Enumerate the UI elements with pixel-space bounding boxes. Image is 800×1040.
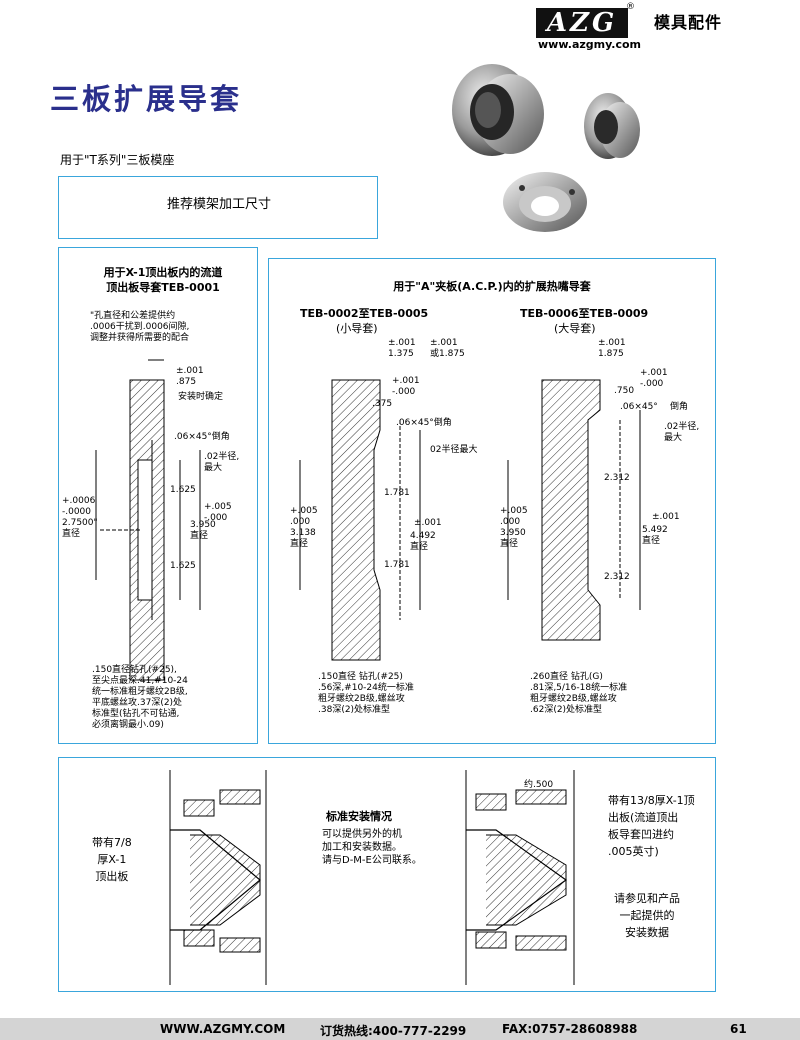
flanged-bushing-image: [503, 172, 587, 232]
panel-left-heading: 用于X-1顶出板内的流道 顶出板导套TEB-0001: [103, 266, 223, 294]
small-bushing-subtitle: (小导套): [336, 322, 378, 335]
large-tol-001: +.001 -.000: [640, 368, 668, 389]
chamfer-note: .06×45°倒角: [174, 432, 230, 442]
footer-website[interactable]: WWW.AZGMY.COM: [160, 1022, 286, 1036]
recommend-title: 推荐模架加工尺寸: [166, 197, 271, 212]
large-radius: .02半径, 最大: [664, 422, 700, 443]
install-contact-note: 可以提供另外的机 加工和安装数据。 请与D-M-E公司联系。: [322, 829, 422, 866]
dim-1625-bottom: 1.625: [170, 561, 196, 571]
small-tol-001: +.001 -.000: [392, 376, 420, 397]
footer-bar: [0, 1018, 800, 1040]
header-url[interactable]: www.azgmy.com: [538, 38, 642, 51]
dim-1625-top: 1.625: [170, 485, 196, 495]
azg-logo: AZG: [536, 8, 628, 38]
large-bushing-subtitle: (大导套): [554, 322, 596, 335]
registered-mark: ®: [626, 2, 635, 12]
small-chamfer: .06×45°倒角: [396, 418, 452, 428]
install-left-label: 带有7/8 厚X-1 顶出板: [92, 836, 132, 883]
tol-875: ±.001 .875: [176, 366, 204, 387]
note-drill-teb-0001: .150直径钻孔(#25), 至尖点最深.41,#10-24 统一标准粗牙螺纹2…: [92, 665, 188, 730]
large-dia-5492: 5.492 直径: [642, 525, 668, 546]
large-bushing-image: [452, 64, 544, 156]
dia-2750: +.0006 -.0000 2.7500" 直径: [62, 496, 98, 539]
large-note-drill: .260直径 钻孔(G) .81深,5/16-18统一标准 粗牙螺纹2B级,螺丝…: [530, 672, 628, 715]
drawing-teb-0001: [95, 359, 201, 681]
install-note: 安装时确定: [178, 392, 224, 402]
small-note-drill: .150直径 钻孔(#25) .56深,#10-24统一标准 粗牙螺纹2B级,螺…: [318, 672, 414, 715]
note-hole-tolerance: "孔直径和公差提供约 .0006干扰到.0006间隙, 调整并获得所需要的配合: [90, 311, 190, 343]
small-tol-d: ±.001: [414, 518, 442, 528]
large-dim-2312-bottom: 2.312: [604, 572, 630, 582]
panel-installation: [58, 757, 716, 992]
install-drawing-left: [169, 770, 267, 985]
panel-teb-0001: [58, 247, 258, 744]
page-title: 三板扩展导套: [50, 82, 243, 116]
page-number: 61: [730, 1022, 747, 1036]
small-bushing-image: [584, 93, 640, 159]
install-right-note: 请参见和产品 一起提供的 安装数据: [614, 892, 680, 939]
page-subtitle: 用于"T系列"三板模座: [60, 153, 175, 167]
large-chamfer-label: 倒角: [670, 402, 689, 412]
small-tol-1375: ±.001 1.375: [388, 338, 416, 359]
small-dia-3138: +.005 .000 3.138 直径: [290, 506, 318, 549]
install-title: 标准安装情况: [326, 810, 392, 823]
dia-3950: 3.950 直径: [190, 520, 216, 541]
footer-hotline: 订货热线:400-777-2299: [320, 1024, 467, 1038]
tol-3950: +.005 -.000: [204, 502, 232, 523]
large-tol-1875: ±.001 1.875: [598, 338, 626, 359]
large-dia-3950: +.005 .000 3.950 直径: [500, 506, 528, 549]
panel-right-heading: 用于"A"夹板(A.C.P.)内的扩展热嘴导套: [393, 280, 591, 293]
install-approx-500: 约.500: [524, 780, 554, 790]
large-dim-2312-top: 2.312: [604, 473, 630, 483]
recommend-box: 推荐模架加工尺寸: [58, 176, 378, 239]
small-tol-1875: ±.001 或1.875: [430, 338, 465, 359]
small-dim-1781-bottom: 1.781: [384, 560, 410, 570]
small-dim-375: .375: [372, 399, 393, 409]
large-bushing-title: TEB-0006至TEB-0009: [520, 307, 649, 320]
small-dia-4492: 4.492 直径: [410, 531, 436, 552]
large-chamfer: .06×45°: [620, 402, 658, 412]
small-dim-1781-top: 1.781: [384, 488, 410, 498]
small-radius: 02半径最大: [430, 445, 478, 455]
drawings-teb-0002-0009: [299, 379, 641, 661]
footer-fax: FAX:0757-28608988: [502, 1022, 638, 1036]
small-bushing-title: TEB-0002至TEB-0005: [300, 307, 429, 320]
panel-a-plate: [268, 258, 716, 744]
large-tol-d: ±.001: [652, 512, 680, 522]
large-dim-750: .750: [614, 386, 635, 396]
install-drawing-right: [465, 770, 575, 985]
brand-name: 模具配件: [654, 13, 723, 32]
product-photo: [452, 64, 640, 232]
install-right-label: 带有13/8厚X-1顶 出板(流道顶出 板导套凹进约 .005英寸): [608, 794, 695, 858]
radius-note: .02半径, 最大: [204, 452, 240, 473]
